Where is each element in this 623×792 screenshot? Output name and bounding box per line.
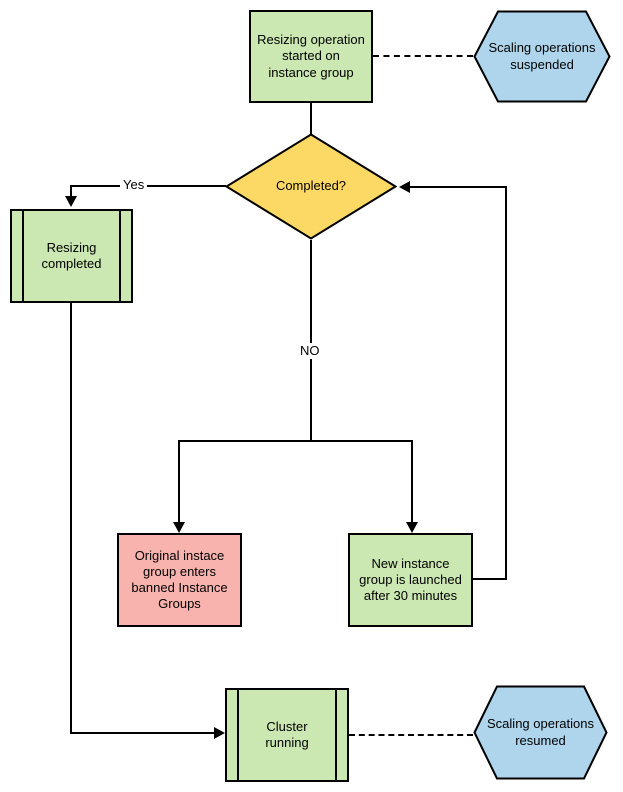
node-banned-instance-groups: Original instace group enters banned Ins… (117, 533, 242, 627)
hexagon-scaling-resumed (473, 685, 608, 780)
edge-label-yes: Yes (120, 177, 148, 193)
connector-no-vertical (310, 240, 312, 442)
connector-start-to-decision (310, 103, 312, 134)
arrowhead-into-decision (399, 181, 410, 193)
arrowhead-into-resizing-completed (65, 196, 77, 207)
hexagon-scaling-suspended-shape (473, 10, 611, 103)
arrowhead-into-new-instance (406, 522, 418, 533)
connector-yes-vertical (70, 185, 72, 198)
connector-loop-top (410, 186, 507, 188)
subroutine-bar-left (237, 690, 239, 780)
node-resizing-started: Resizing operation started on instance g… (249, 10, 373, 103)
connector-no-branch-horizontal (178, 440, 413, 442)
node-resizing-completed-label: Resizing completed (41, 239, 102, 271)
diamond-completed-shape (225, 133, 397, 240)
node-new-instance-group: New instance group is launched after 30 … (348, 533, 473, 627)
arrowhead-into-cluster (214, 727, 225, 739)
connector-loop-bottom (473, 578, 507, 580)
connector-dashed-start-to-suspended (373, 55, 473, 57)
node-scaling-resumed-label: Scaling operations resumed (487, 716, 594, 748)
node-resizing-completed: Resizing completed (10, 209, 133, 303)
connector-branch-left-vertical (178, 440, 180, 523)
subroutine-bar-right (335, 690, 337, 780)
hexagon-scaling-suspended (473, 10, 611, 103)
subroutine-bar-left (22, 211, 24, 301)
node-cluster-running-label: Cluster running (265, 718, 309, 750)
connector-yes-horizontal (70, 185, 226, 187)
node-completed-label: Completed? (275, 178, 347, 194)
node-scaling-suspended-label: Scaling operations suspended (488, 40, 596, 72)
hexagon-scaling-resumed-shape (473, 685, 608, 780)
diamond-completed (225, 133, 397, 240)
subroutine-bar-right (119, 211, 121, 301)
edge-label-no: NO (297, 343, 323, 359)
arrowhead-into-banned (173, 522, 185, 533)
connector-loop-vertical (505, 186, 507, 580)
connector-dashed-cluster-to-resumed (349, 734, 473, 736)
connector-resizing-to-cluster-vertical (70, 303, 72, 733)
connector-branch-right-vertical (411, 440, 413, 523)
node-cluster-running: Cluster running (225, 688, 349, 782)
connector-resizing-to-cluster-horizontal (70, 732, 214, 734)
